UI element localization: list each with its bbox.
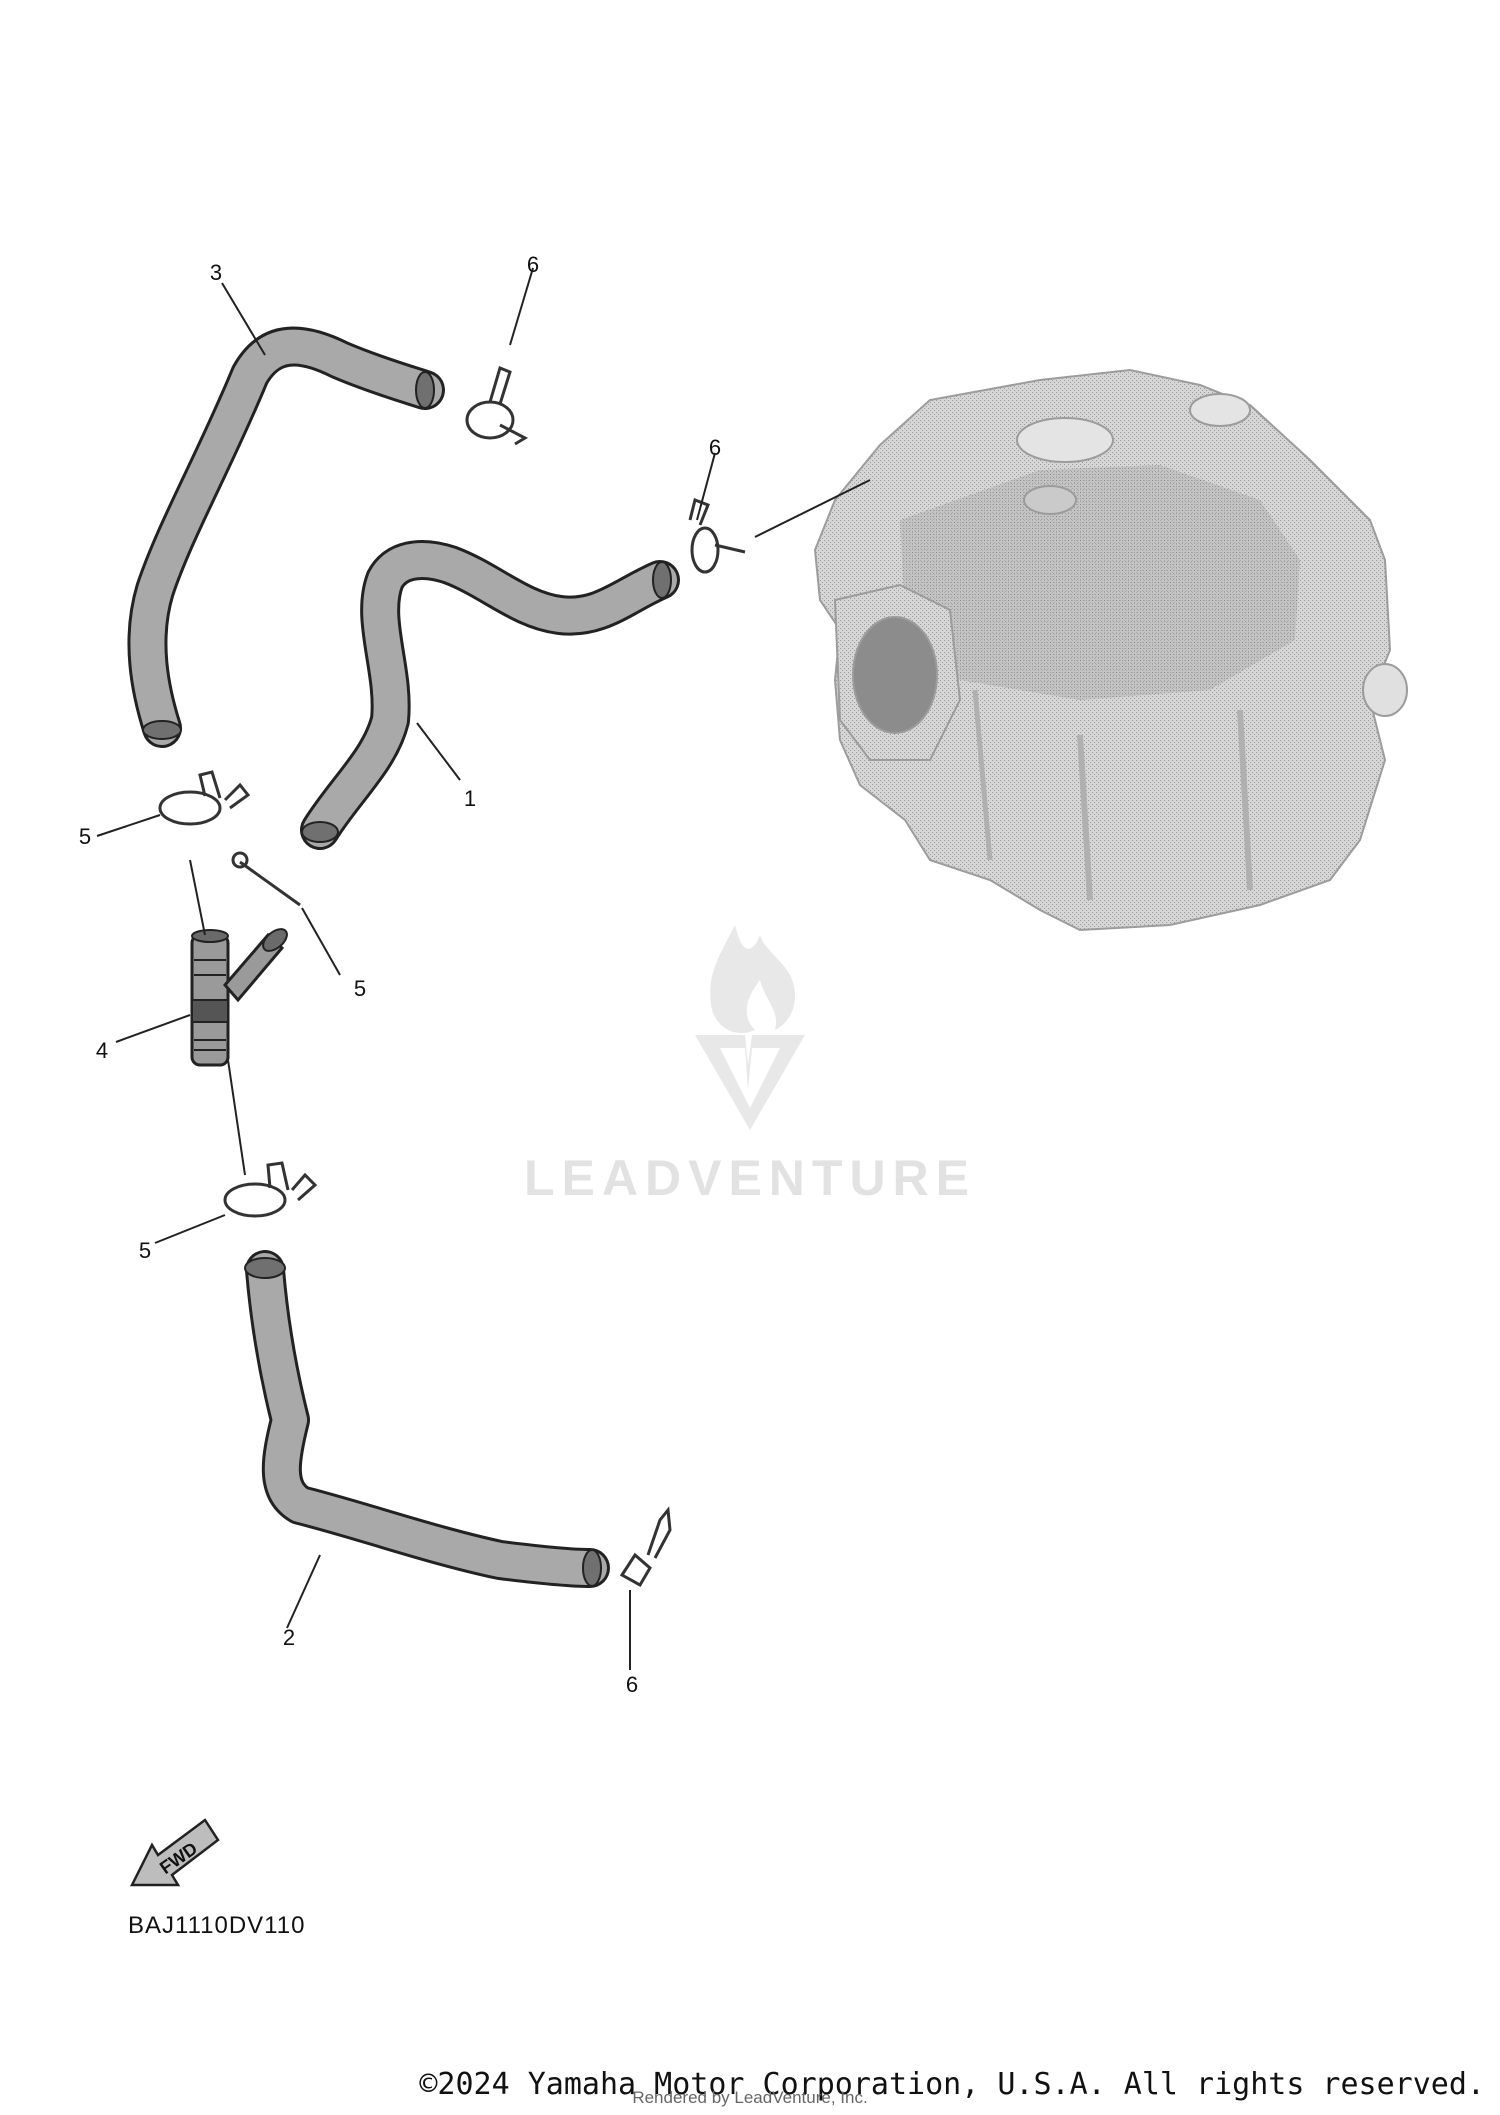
watermark-logo <box>695 925 805 1130</box>
callout-6-mid: 6 <box>709 435 721 460</box>
callout-6-bottom: 6 <box>626 1672 638 1697</box>
hose-clip-5-bottom <box>223 1161 318 1218</box>
hose-joint-4 <box>190 928 288 1067</box>
hose-clip-5-top <box>158 770 251 826</box>
callout-1: 1 <box>464 786 476 811</box>
callout-6-top: 6 <box>527 252 539 277</box>
hose-clip-6-mid <box>688 497 746 574</box>
leader-lines <box>96 267 871 1670</box>
callout-3: 3 <box>210 260 222 285</box>
callout-4: 4 <box>96 1038 108 1063</box>
hose-clip-6-top <box>465 365 529 446</box>
copyright-notice: ©2024 Yamaha Motor Corporation, U.S.A. A… <box>419 2067 1485 2102</box>
engine-cylinder-head <box>813 368 1408 932</box>
rendered-by-notice: Rendered by LeadVenture, Inc. <box>632 2088 867 2107</box>
callout-2: 2 <box>283 1625 295 1650</box>
hose-1 <box>300 540 680 850</box>
diagram-code: BAJ1110DV110 <box>128 1912 305 1939</box>
hose-clip-5-mid <box>231 851 301 907</box>
callout-5-top: 5 <box>79 824 91 849</box>
hose-3 <box>127 326 445 748</box>
watermark-text: LEADVENTURE <box>524 1150 976 1206</box>
fwd-arrow-icon: FWD <box>129 1818 220 1887</box>
callout-5-mid: 5 <box>354 976 366 1001</box>
callout-5-bottom: 5 <box>139 1238 151 1263</box>
hose-2 <box>244 1250 610 1588</box>
hose-clip-6-bottom <box>619 1506 672 1588</box>
